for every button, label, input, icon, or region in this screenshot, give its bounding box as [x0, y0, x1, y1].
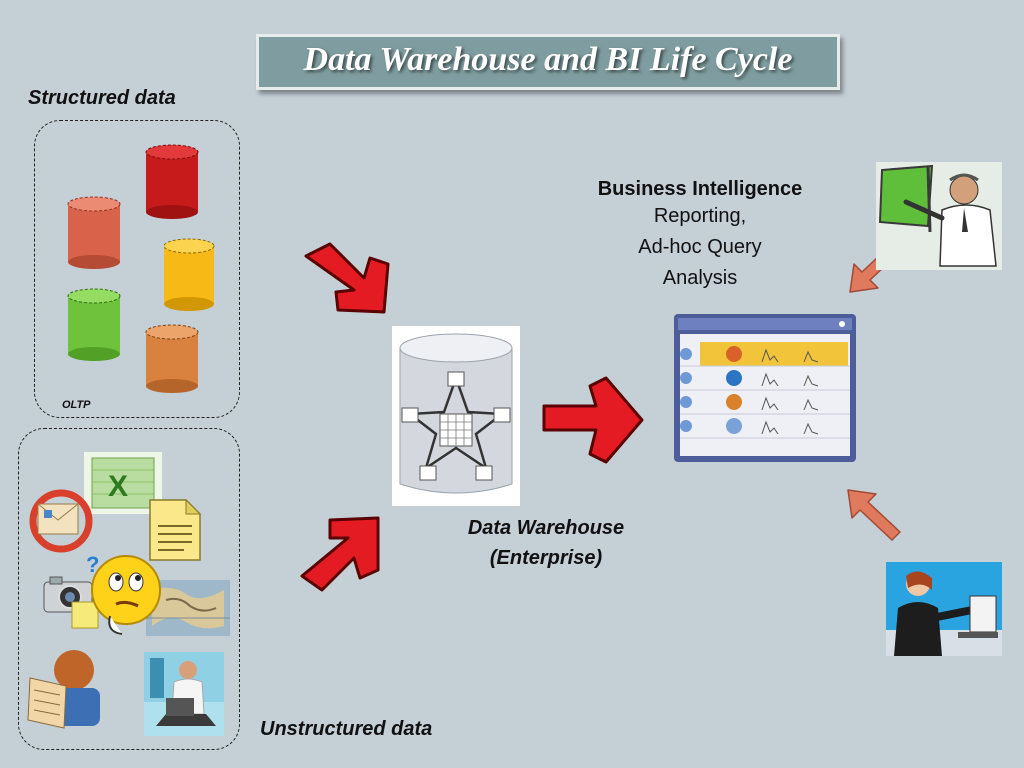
- presenter-icon: [876, 162, 1002, 270]
- bi-line-adhoc: Ad-hoc Query: [638, 236, 762, 258]
- data-warehouse-line2: (Enterprise): [489, 547, 603, 569]
- oltp-label: OLTP: [62, 399, 91, 411]
- excel-icon: X: [84, 452, 162, 514]
- dashboard-icon: [674, 314, 856, 462]
- bi-line-reporting: Reporting,: [653, 205, 747, 227]
- database-red-icon: [145, 144, 199, 219]
- structured-data-box: [34, 120, 240, 418]
- newspaper-reader-icon: [27, 650, 100, 729]
- email-icon: [29, 489, 93, 553]
- structured-data-label: Structured data: [28, 87, 176, 109]
- database-salmon-icon: [67, 196, 121, 269]
- arrow-from-user: [847, 489, 901, 541]
- map-icon: [146, 580, 230, 636]
- database-yellow-icon: [163, 238, 215, 311]
- page-title: Data Warehouse and BI Life Cycle: [303, 41, 793, 78]
- structured-databases: [67, 144, 215, 393]
- title-box: [256, 34, 840, 90]
- data-warehouse-line1: Data Warehouse: [467, 517, 625, 539]
- thinking-face-icon: ?: [86, 552, 161, 635]
- data-warehouse-label: Data Warehouse (Enterprise): [434, 513, 658, 573]
- arrow-to-warehouse-top: [304, 242, 390, 314]
- bi-heading: Business Intelligence: [597, 178, 803, 200]
- svg-text:?: ?: [86, 552, 99, 577]
- database-orange-icon: [145, 324, 199, 393]
- star-schema-database-icon: [392, 326, 520, 506]
- document-icon: [149, 498, 202, 561]
- arrow-to-bi: [542, 376, 644, 464]
- arrow-to-warehouse-bottom: [300, 516, 380, 592]
- bi-text-block: Business Intelligence Reporting, Ad-hoc …: [570, 178, 830, 294]
- computer-user-icon: [886, 562, 1002, 656]
- database-green-icon: [67, 288, 121, 361]
- svg-text:X: X: [108, 470, 128, 503]
- bi-line-analysis: Analysis: [662, 267, 738, 289]
- unstructured-data-label: Unstructured data: [260, 718, 433, 740]
- sticky-note-icon: [71, 601, 99, 629]
- laptop-user-icon: [144, 652, 224, 736]
- unstructured-data-box: [18, 428, 240, 750]
